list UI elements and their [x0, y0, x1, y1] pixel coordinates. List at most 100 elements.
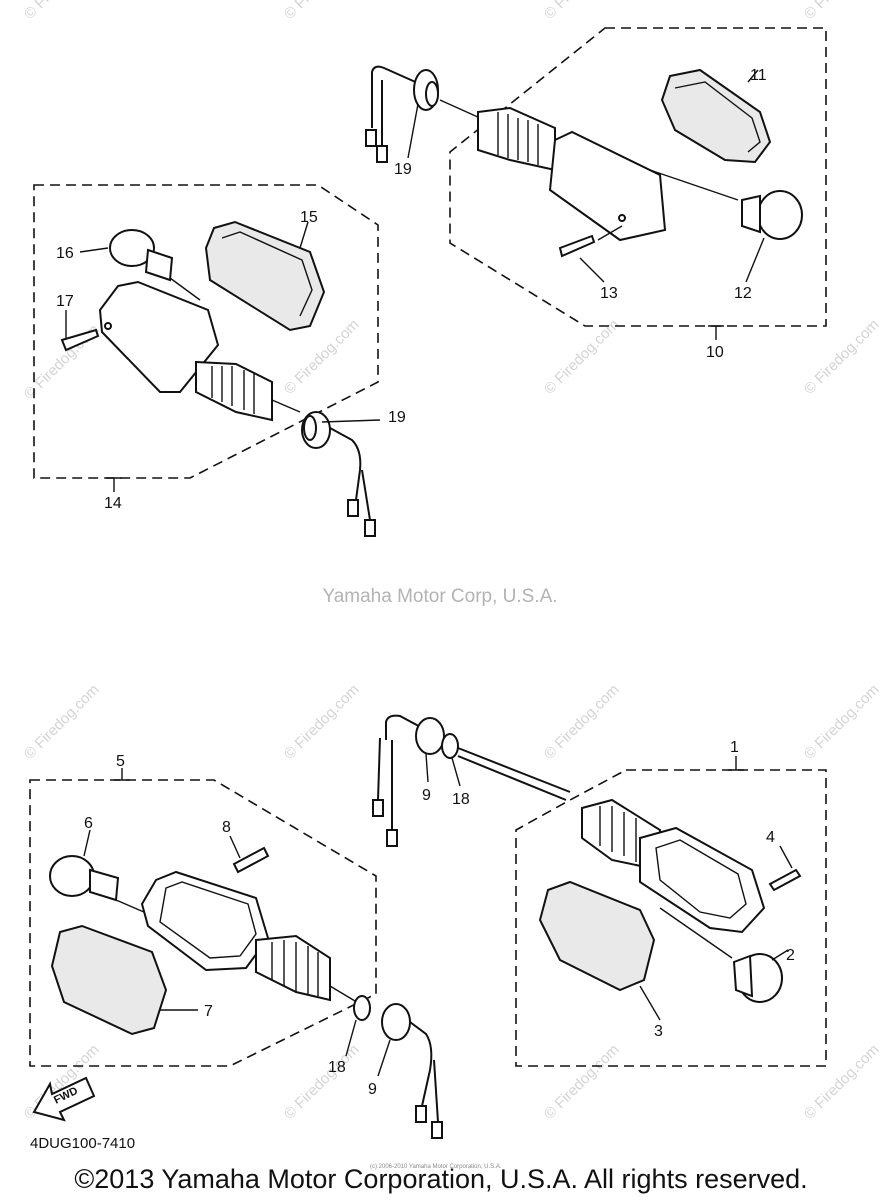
wire-harness: [433, 1059, 439, 1123]
callout-19: 19: [394, 161, 412, 178]
callout-17: 17: [56, 293, 74, 310]
connector-terminal: [365, 129, 377, 147]
lens: [50, 924, 168, 1036]
signal-stem: [255, 934, 331, 1002]
stem-rings: [271, 940, 319, 996]
connector-terminal: [431, 1121, 443, 1139]
callout-13: 13: [600, 285, 618, 302]
leader-1: [728, 756, 744, 771]
callout-14: 14: [104, 495, 122, 512]
copyright-notice: ©2013 Yamaha Motor Corporation, U.S.A. A…: [74, 1164, 807, 1194]
leader-4: [779, 845, 793, 869]
leader-18b: [345, 1019, 357, 1057]
wire-harness: [385, 714, 427, 740]
stem-rings: [211, 366, 255, 414]
leader-13b: [579, 257, 605, 283]
screw-hole: [104, 322, 112, 330]
leader-9b: [377, 1039, 391, 1077]
callout-10: 10: [706, 344, 724, 361]
mid-credit: Yamaha Motor Corp, U.S.A.: [322, 586, 557, 607]
callout-15: 15: [300, 209, 318, 226]
housing-inner: [159, 881, 257, 959]
callout-16: 16: [56, 245, 74, 262]
leader-14: [106, 477, 122, 492]
watermark: © Firedog.com: [21, 681, 103, 763]
leader-19: [407, 103, 419, 159]
callout-1: 1: [730, 739, 739, 756]
callout-4: 4: [766, 829, 775, 846]
lens-inner: [221, 231, 313, 317]
wire-harness: [457, 755, 567, 801]
callout-3: 3: [654, 1023, 663, 1040]
screw: [232, 846, 270, 874]
watermark: © Firedog.com: [541, 1041, 623, 1123]
leader-16-line: [169, 277, 201, 301]
watermark: © Firedog.com: [801, 0, 883, 23]
callout-11: 11: [750, 67, 767, 84]
wire-harness: [329, 427, 362, 501]
lens-inner: [674, 81, 761, 153]
assembly-10-rear-right-signal: [365, 27, 827, 340]
watermark: © Firedog.com: [541, 681, 623, 763]
grommet: [425, 81, 439, 107]
callout-9: 9: [422, 787, 431, 804]
connector-terminal: [376, 145, 388, 163]
signal-housing: [548, 130, 667, 242]
assembly-14-boundary: [33, 184, 379, 479]
stem-rings: [599, 806, 637, 862]
leader-19b: [321, 419, 381, 423]
stud: [439, 99, 481, 119]
bulb-base: [732, 954, 754, 998]
leader-5: [114, 768, 130, 781]
leader-2-line: [659, 907, 733, 959]
nut: [353, 995, 371, 1021]
watermark: © Firedog.com: [281, 1041, 363, 1123]
bulb: [757, 190, 803, 240]
callout-19: 19: [388, 409, 406, 426]
forward-arrow-shape: [32, 1076, 96, 1122]
grommet: [415, 717, 445, 755]
watermark: © Firedog.com: [541, 316, 623, 398]
leader-12b: [745, 237, 765, 283]
leader-9a: [425, 753, 429, 783]
watermark: © Firedog.com: [801, 1041, 883, 1123]
grommet: [381, 1003, 411, 1041]
watermark: © Firedog.com: [281, 0, 363, 23]
tiny-credit: (c) 2006-2010 Yamaha Motor Corporation, …: [370, 1164, 502, 1170]
leader-13: [597, 225, 623, 241]
wire-harness: [371, 65, 421, 128]
lens: [538, 880, 656, 992]
watermark: © Firedog.com: [21, 0, 103, 23]
screw-hole: [618, 214, 626, 222]
leader-10: [708, 325, 724, 340]
assembly-1-boundary: [515, 769, 827, 1067]
screw: [768, 868, 802, 892]
leader-6: [83, 829, 91, 857]
connector-terminal: [386, 829, 398, 847]
bulb-base: [741, 194, 761, 234]
signal-housing: [98, 280, 220, 393]
leader-11: [747, 69, 759, 83]
bulb: [49, 855, 95, 897]
callout-5: 5: [116, 753, 125, 770]
callout-7: 7: [204, 1003, 213, 1020]
bulb: [109, 229, 155, 267]
signal-stem: [477, 106, 556, 172]
housing-inner: [655, 839, 747, 919]
callout-18: 18: [452, 791, 470, 808]
callouts: 11 19 13 12 10 15 16 17 19 14 1 9 18 4 2…: [56, 67, 795, 1098]
callout-8: 8: [222, 819, 231, 836]
watermark: © Firedog.com: [281, 681, 363, 763]
assembly-5-boundary: [29, 779, 377, 1067]
bulb-base: [144, 248, 174, 282]
diagram-code: 4DUG100-7410: [30, 1135, 135, 1152]
connector-terminal: [415, 1105, 427, 1123]
connector-terminal: [347, 499, 359, 517]
lens: [204, 220, 326, 332]
signal-housing: [140, 870, 270, 972]
screw: [60, 328, 100, 352]
nut: [441, 733, 459, 759]
leader-8: [229, 835, 241, 859]
watermark: © Firedog.com: [541, 0, 623, 23]
